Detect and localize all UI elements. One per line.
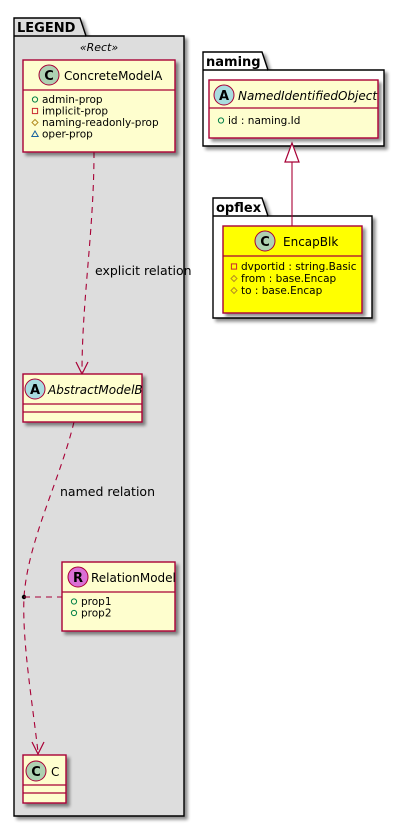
class-abstract-model-b[interactable]: A AbstractModelB [22,373,143,423]
class-named-identified-object[interactable]: A NamedIdentifiedObject id : naming.Id [208,79,379,139]
abstract-a-icon [213,84,235,106]
relation-r-icon [67,566,89,588]
class-attribute: id : naming.Id [228,115,300,127]
public-visibility-icon [217,117,225,124]
class-concrete-model-a[interactable]: C ConcreteModelA admin-propimplicit-prop… [22,59,176,153]
abstract-a-icon [24,378,46,400]
protected-visibility-icon [230,274,238,283]
class-c-icon [38,64,60,86]
class-attribute: from : base.Encap [241,273,337,285]
class-name: EncapBlk [283,235,338,249]
class-attributes: admin-propimplicit-propnaming-readonly-p… [30,94,159,141]
opflex-package-tab: opflex [216,201,262,216]
class-attribute: implicit-prop [42,106,108,118]
protected-visibility-icon [230,286,238,295]
class-attribute: to : base.Encap [241,285,323,297]
named-relation-label: named relation [60,484,155,499]
class-letter: C [260,235,270,250]
class-c-icon [254,230,276,252]
private-visibility-icon [230,263,238,270]
class-letter: A [219,89,229,104]
public-visibility-icon [70,598,78,605]
private-visibility-icon [31,107,39,115]
class-letter: R [73,571,83,586]
class-letter: C [31,765,41,780]
class-name: AbstractModelB [47,383,143,397]
class-attribute: naming-readonly-prop [42,117,159,129]
legend-package-tab: LEGEND [17,21,76,36]
class-attribute: oper-prop [42,129,93,141]
class-name: C [51,765,59,779]
class-name: RelationModel [91,571,176,585]
class-letter: A [30,383,40,398]
package-visibility-icon [30,130,40,137]
class-letter: C [44,69,54,84]
explicit-relation-label: explicit relation [95,263,192,278]
public-visibility-icon [70,609,78,617]
class-attribute: dvportid : string.Basic [241,261,357,273]
class-c-icon [25,760,47,782]
class-attribute: admin-prop [42,94,103,106]
naming-package-tab: naming [206,55,261,70]
class-name: NamedIdentifiedObject [238,89,378,103]
public-visibility-icon [31,96,39,103]
legend-stereotype: «Rect» [80,41,119,54]
inheritance-arrowhead [284,141,300,163]
class-attribute: prop2 [81,608,112,620]
inheritance-edge [284,141,300,226]
protected-visibility-icon [31,118,39,127]
class-attributes: id : naming.Id [217,115,300,127]
class-c[interactable]: C C [22,754,67,804]
class-name: ConcreteModelA [64,69,163,83]
class-attribute: prop1 [81,596,112,608]
named-relation-edge: named relation [21,421,155,756]
